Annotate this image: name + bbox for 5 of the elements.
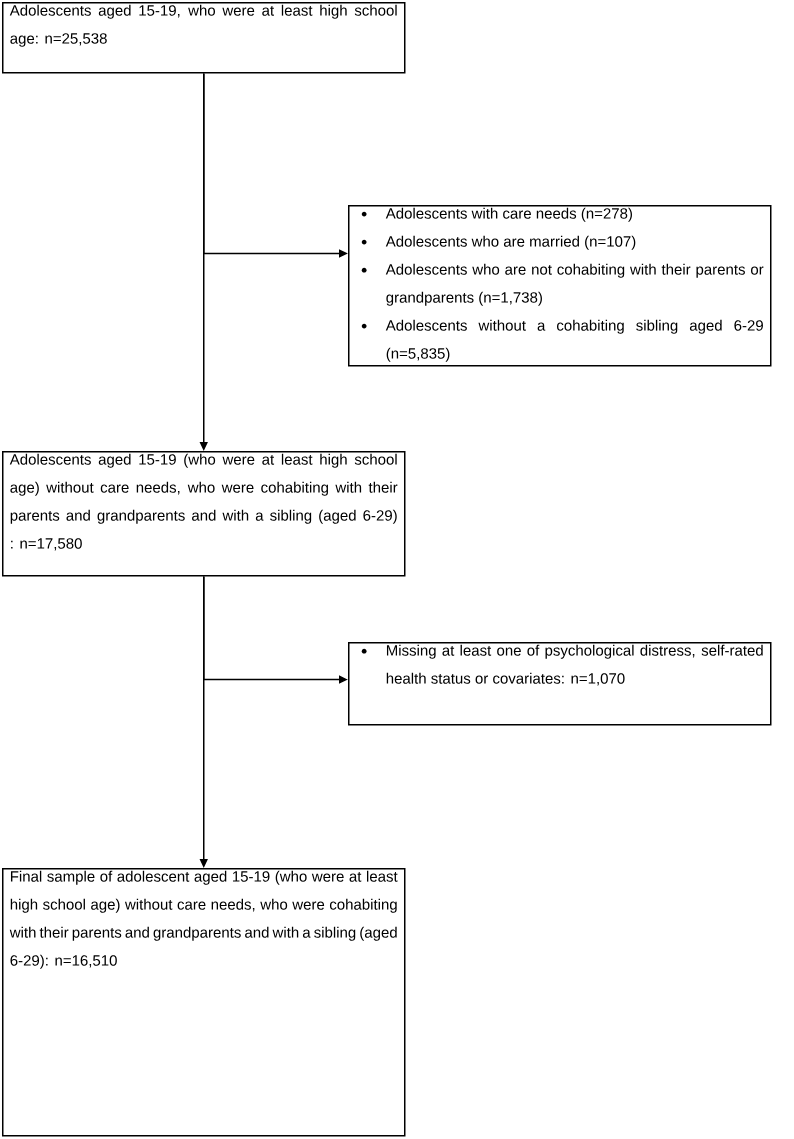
process-box: Final sample of adolescent aged 15-19 (who were at least high school age) without care needs, who were cohabiting with their parents and grandparents and with a sibling (aged 6-29): n=16,510 [2, 868, 406, 1137]
exclusion-box: Adolescents with care needs (n=278) Adolescents who are married (n=107) Adolescents who are not cohabiting with their parents or grandparents (n=1,738) Adolescents without a cohabiting sibling aged 6-29 (n=5,835) [348, 205, 772, 367]
process-box: Adolescents aged 15-19, who were at least high school age: n=25,538 [2, 2, 406, 74]
process-box: Adolescents aged 15-19 (who were at least high school age) without care needs, who were cohabiting with their parents and grandparents and with a sibling (aged 6-29) : n=17,580 [2, 451, 406, 577]
exclusion-box: Missing at least one of psychological distress, self-rated health status or covariates: n=1,070 [348, 642, 772, 726]
